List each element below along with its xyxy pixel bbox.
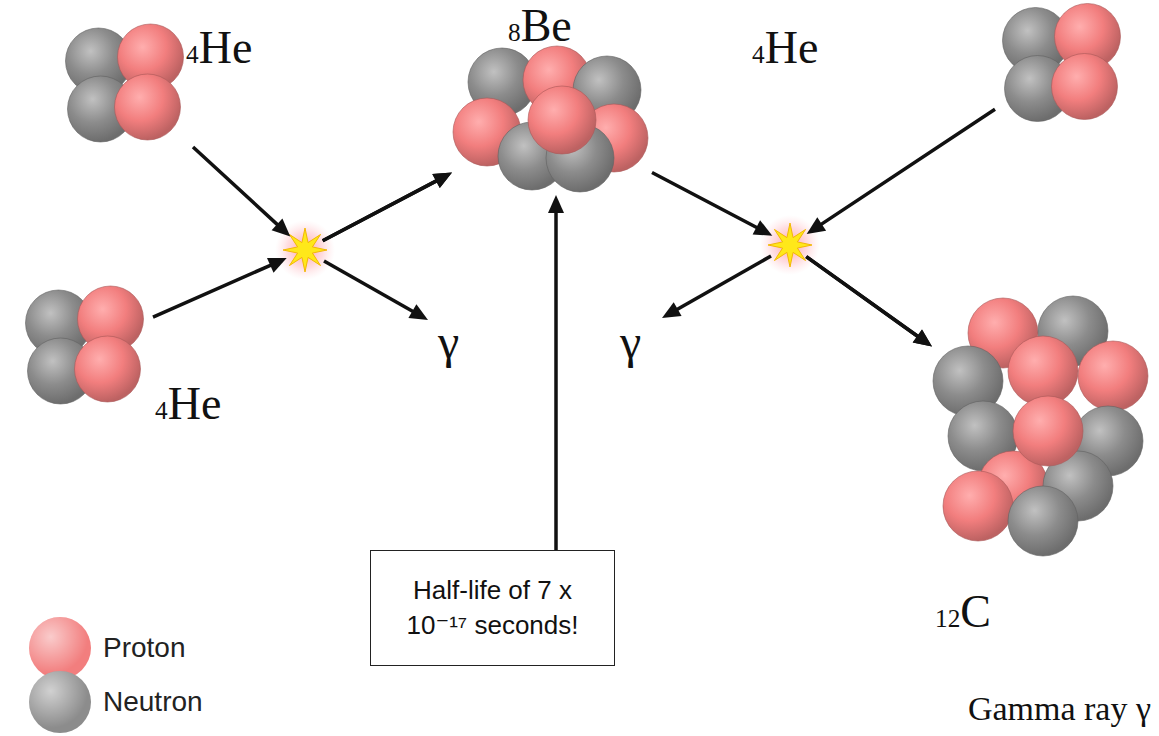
legend-swatch-drawing: [27, 669, 93, 735]
arrow-line: [193, 147, 438, 241]
nucleus-drawing: [58, 20, 193, 150]
flash-glow: [760, 215, 820, 275]
mass-number: 4: [186, 40, 199, 68]
isotope-label: 4He: [752, 24, 818, 72]
isotope-label: 8Be: [508, 2, 572, 50]
mass-number: 4: [752, 40, 765, 68]
callout-box: Half-life of 7 x 10⁻¹⁷ seconds!: [370, 550, 615, 666]
proton-ball: [75, 336, 141, 402]
arrow-line: [554, 211, 558, 550]
reaction-arrow: [153, 173, 452, 318]
gamma-arrow-line: [324, 261, 413, 312]
arrow-head: [432, 173, 452, 189]
arrow-head: [753, 220, 773, 236]
mass-number: 8: [508, 18, 521, 46]
legend-swatch: [29, 671, 91, 733]
gamma-symbol: γ: [620, 316, 641, 369]
proton-ball: [1052, 54, 1118, 120]
proton-ball: [1008, 336, 1078, 406]
arrow-line: [652, 173, 919, 338]
nucleus: 4He: [18, 282, 153, 412]
nucleus-drawing: [18, 282, 153, 412]
nucleus: 4He: [995, 2, 1130, 127]
nucleus: 4He: [58, 20, 193, 150]
arrow-line: [153, 180, 438, 317]
legend-text: Neutron: [103, 685, 203, 719]
swatch-shine: [29, 671, 91, 733]
gamma-arrow-line: [677, 256, 771, 310]
proton-ball: [1013, 396, 1083, 466]
nucleus: 12C: [932, 295, 1154, 557]
reaction-arrow: [548, 195, 564, 550]
nucleus: 8Be: [452, 45, 652, 195]
isotope-label: 4He: [155, 380, 221, 428]
arrow-head: [548, 195, 564, 213]
fusion-flash: [760, 215, 820, 275]
proton-ball: [943, 471, 1013, 541]
arrow-head: [408, 304, 428, 320]
proton-ball: [1078, 341, 1148, 411]
nucleus-drawing: [452, 45, 652, 195]
nucleus-drawing: [932, 295, 1154, 557]
isotope-label: 12C: [935, 588, 991, 636]
arrow-head: [913, 330, 932, 347]
reaction-arrow: [806, 109, 995, 346]
proton-ball: [528, 86, 596, 154]
flash-star: [283, 228, 327, 272]
proton-ball: [115, 74, 181, 140]
swatch-shine: [29, 617, 91, 679]
arrow-line: [806, 109, 995, 337]
neutron-ball: [1008, 486, 1078, 556]
arrow-head: [662, 302, 682, 318]
mass-number: 12: [935, 604, 960, 632]
nucleus-drawing: [995, 2, 1130, 127]
arrow-head: [913, 330, 932, 347]
reaction-arrow: [652, 173, 932, 347]
arrow-head: [272, 218, 291, 236]
callout-text: Half-life of 7 x 10⁻¹⁷ seconds!: [385, 573, 600, 643]
gamma-symbol: γ: [438, 316, 459, 369]
gamma-arrow: [662, 256, 771, 318]
arrow-head: [807, 217, 826, 234]
mass-number: 4: [155, 396, 168, 424]
arrow-head: [267, 258, 287, 273]
isotope-label: 4He: [186, 24, 252, 72]
gamma-arrow: [324, 261, 428, 320]
flash-star: [768, 223, 812, 267]
legend-swatch: [29, 617, 91, 679]
legend-text: Proton: [103, 631, 186, 665]
legend-note: Gamma ray γ: [968, 690, 1151, 727]
